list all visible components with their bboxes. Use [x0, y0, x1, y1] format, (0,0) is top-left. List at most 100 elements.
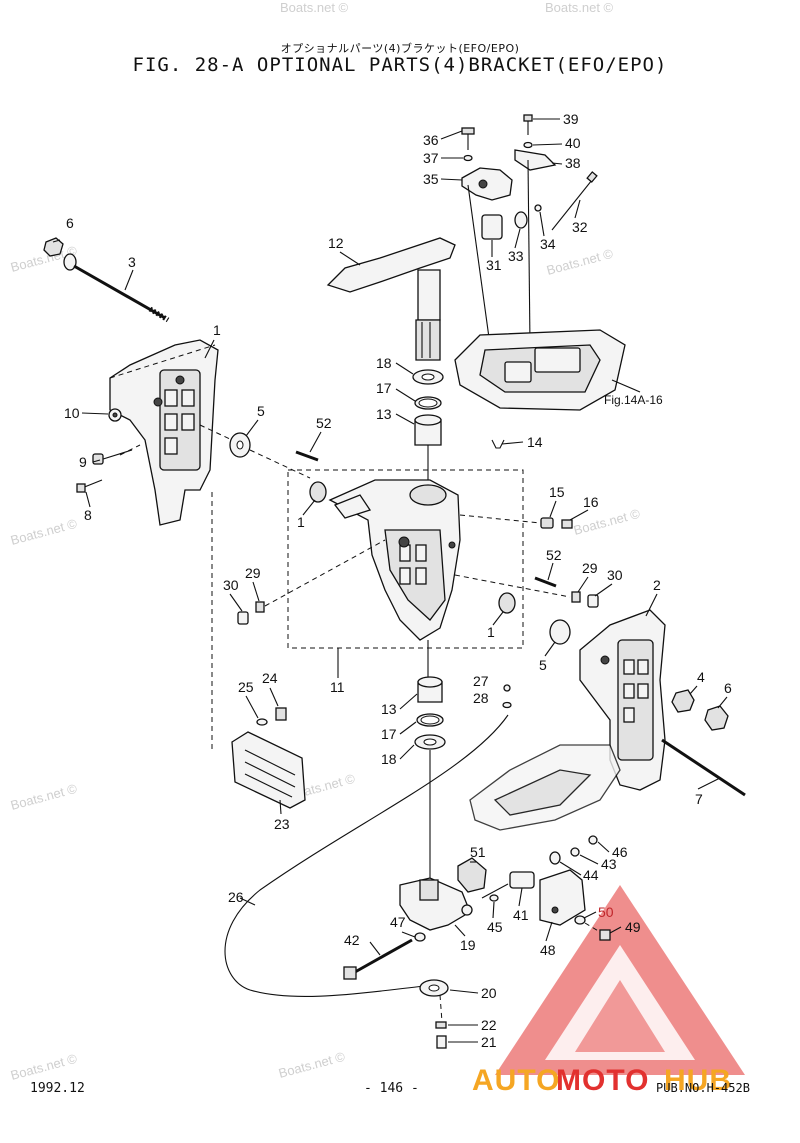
callout-label: 48: [540, 942, 556, 958]
callout-labels: 6 3 1 10 5 9 8 12 36 37 35 39 40 38 32 3…: [64, 111, 732, 1050]
callout-label: 39: [563, 111, 579, 127]
callout-label: 29: [582, 560, 598, 576]
washer-45: [489, 894, 499, 902]
callout-label: 22: [481, 1017, 497, 1033]
callout-label: 5: [539, 657, 547, 673]
pin-lower: [534, 576, 557, 588]
callout-label: 43: [601, 856, 617, 872]
pin-upper: [295, 450, 319, 462]
upper-bushing-stack: [412, 369, 444, 482]
callout-label: 2: [653, 577, 661, 593]
plate-23: [231, 707, 306, 809]
engine-outline: [469, 744, 621, 831]
callout-label: 23: [274, 816, 290, 832]
callout-label: 7: [695, 791, 703, 807]
automotohub-logo: AUTO MOTO HUB: [472, 885, 745, 1097]
callout-label: 33: [508, 248, 524, 264]
callout-label: 14: [527, 434, 543, 450]
callout-label: 17: [376, 380, 392, 396]
callout-label: 28: [473, 690, 489, 706]
washer-right: [549, 619, 571, 645]
callout-label: 15: [549, 484, 565, 500]
callout-label: 49: [625, 919, 641, 935]
callout-label: 17: [381, 726, 397, 742]
footer-date: 1992.12: [30, 1081, 85, 1096]
callout-label: 47: [390, 914, 406, 930]
swivel-bracket: [328, 479, 461, 678]
callout-label: 26: [228, 889, 244, 905]
callout-label: 24: [262, 670, 278, 686]
footer-page-number: - 146 -: [364, 1081, 419, 1096]
watermark-text: Boats.net ©: [9, 781, 79, 813]
callout-label: 30: [607, 567, 623, 583]
callout-label: 52: [546, 547, 562, 563]
right-clamp-bracket: [579, 609, 666, 791]
callout-label: 29: [245, 565, 261, 581]
callout-label: 20: [481, 985, 497, 1001]
callout-label: 27: [473, 673, 489, 689]
leader-lines: [52, 118, 728, 1043]
callout-label: 45: [487, 919, 503, 935]
watermark-text: Boats.net ©: [545, 0, 614, 15]
callout-label: 8: [84, 507, 92, 523]
callout-label: 44: [583, 867, 599, 883]
callout-label: 9: [79, 454, 87, 470]
callout-label: 32: [572, 219, 588, 235]
swivel-bracket-outline: [287, 469, 524, 649]
grip-51: [457, 857, 487, 893]
figure-title: FIG. 28-A OPTIONAL PARTS(4)BRACKET(EFO/E…: [132, 54, 668, 76]
callout-label: 51: [470, 844, 486, 860]
callout-label: 30: [223, 577, 239, 593]
callout-label: 11: [330, 679, 345, 695]
callout-label: 13: [381, 701, 397, 717]
cable-26: [224, 714, 509, 997]
washer-28: [502, 701, 512, 709]
bolt-42: [343, 932, 426, 980]
callout-label: 1: [297, 514, 305, 530]
lower-bushing-stack: [414, 676, 446, 885]
brand-auto: AUTO: [472, 1064, 560, 1097]
callout-label: 5: [257, 403, 265, 419]
callout-label: 40: [565, 135, 581, 151]
watermark-text: Boats.net ©: [9, 1051, 79, 1083]
callout-label: 34: [540, 236, 556, 252]
watermark-text: Boats.net ©: [9, 516, 79, 548]
callout-label: 6: [66, 215, 74, 231]
bushing-left: [309, 481, 327, 503]
left-clamp-bracket: [109, 339, 219, 526]
lower-fasteners: [419, 979, 449, 1049]
friction-bracket-19: [399, 877, 473, 931]
callout-label: 4: [697, 669, 705, 685]
callout-label: 36: [423, 132, 439, 148]
callout-label: 38: [565, 155, 581, 171]
reference-note: Fig.14A-16: [604, 393, 663, 407]
tilt-tube-left: [43, 237, 170, 323]
callout-label: 37: [423, 150, 439, 166]
callout-label: 6: [724, 680, 732, 696]
callout-label: 1: [487, 624, 495, 640]
brand-hub: HUB: [664, 1064, 732, 1097]
bushing-right: [498, 592, 516, 614]
left-fasteners: [76, 408, 141, 493]
callout-label: 25: [238, 679, 254, 695]
callout-label: 50: [598, 904, 614, 920]
callout-label: 42: [344, 932, 360, 948]
washer-left: [199, 424, 311, 479]
callout-label: 1: [213, 322, 221, 338]
watermark-text: Boats.net ©: [572, 506, 642, 538]
steering-arm-group: [326, 114, 641, 411]
bolt-27: [503, 684, 511, 692]
callout-label: 35: [423, 171, 439, 187]
callout-label: 31: [486, 257, 502, 273]
plate-48: [539, 869, 611, 941]
watermark-text: Boats.net ©: [277, 1049, 347, 1081]
grease-fittings: [237, 539, 599, 625]
fasteners-15-16: [459, 514, 573, 529]
figure-title-japanese: オプショナルパーツ(4)ブラケット(EFO/EPO): [280, 42, 520, 55]
callout-label: 12: [328, 235, 344, 251]
callout-label: 18: [381, 751, 397, 767]
callout-label: 16: [583, 494, 599, 510]
tilt-tube-right: [661, 689, 746, 797]
